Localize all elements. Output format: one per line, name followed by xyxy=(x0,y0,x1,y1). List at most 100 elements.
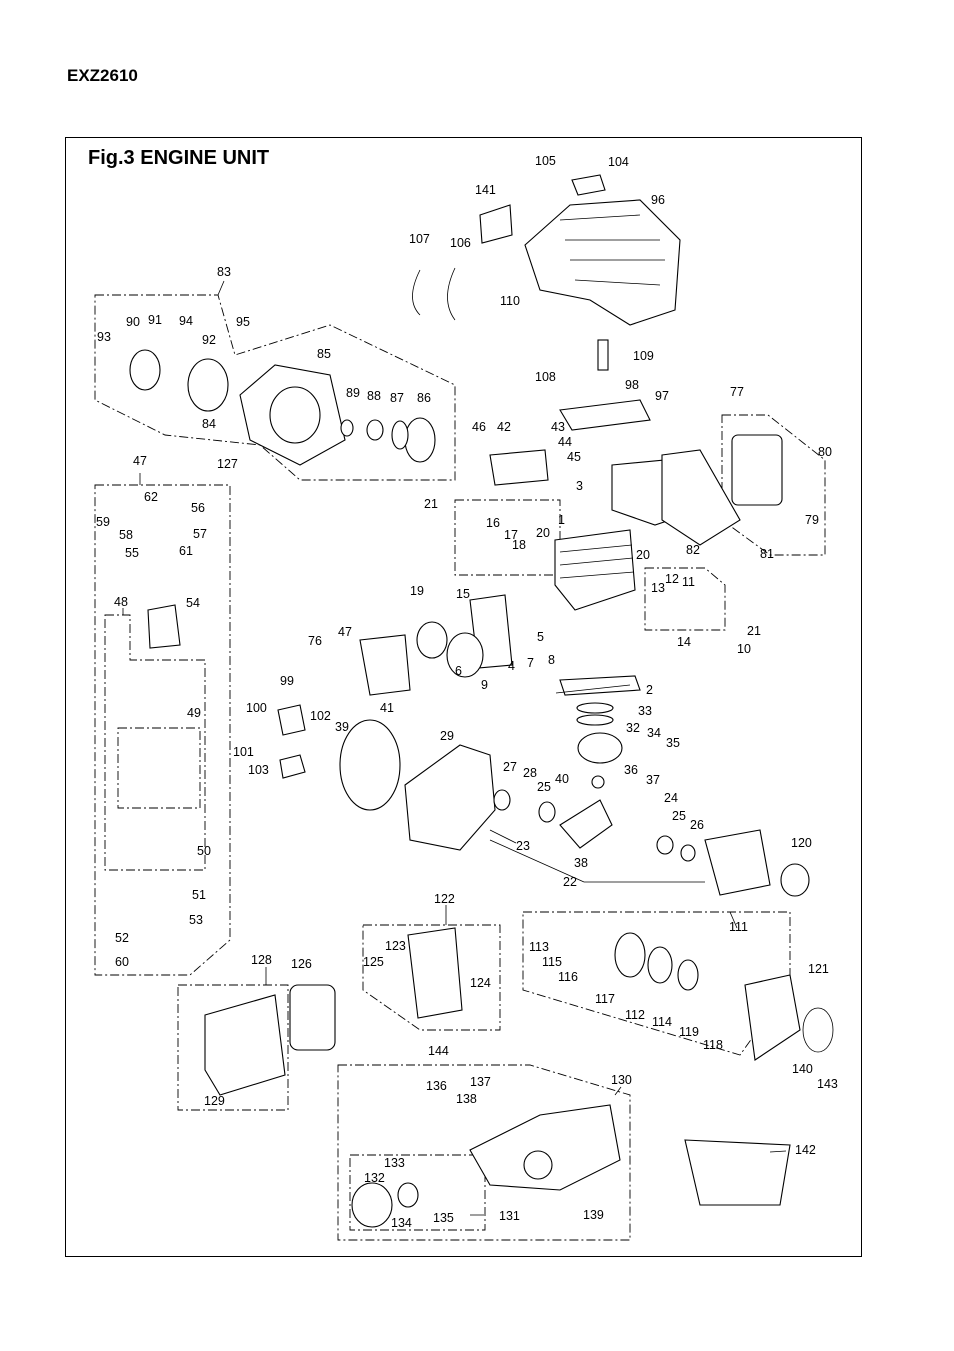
part-label-101: 101 xyxy=(233,745,254,759)
figure-frame xyxy=(65,137,862,1257)
fuel-cap-part xyxy=(351,1182,393,1228)
piston-part xyxy=(577,732,623,764)
part-label-82: 82 xyxy=(686,543,700,557)
part-label-81: 81 xyxy=(760,547,774,561)
part-label-125: 125 xyxy=(363,955,384,969)
part-label-17: 17 xyxy=(504,528,518,542)
pulley-drum-part xyxy=(404,417,436,463)
part-label-118: 118 xyxy=(703,1038,723,1052)
part-label-57: 57 xyxy=(193,527,207,541)
part-label-80: 80 xyxy=(818,445,832,459)
part-label-38: 38 xyxy=(574,856,588,870)
part-label-99: 99 xyxy=(280,674,294,688)
part-label-19: 19 xyxy=(410,584,424,598)
tank-guard-part xyxy=(684,1139,791,1206)
part-label-90: 90 xyxy=(126,315,140,329)
part-label-52: 52 xyxy=(115,931,129,945)
part-label-113: 113 xyxy=(529,940,549,954)
part-label-124: 124 xyxy=(470,976,491,990)
part-label-136: 136 xyxy=(426,1079,447,1093)
part-label-107: 107 xyxy=(409,232,430,246)
part-label-104: 104 xyxy=(608,155,629,169)
part-label-2: 2 xyxy=(646,683,653,697)
part-label-98: 98 xyxy=(625,378,639,392)
part-label-142: 142 xyxy=(795,1143,816,1157)
part-label-111: 111 xyxy=(729,920,748,934)
part-label-144: 144 xyxy=(428,1044,449,1058)
part-label-40: 40 xyxy=(555,772,569,786)
label-sticker-part xyxy=(479,204,513,244)
part-label-27: 27 xyxy=(503,760,517,774)
part-label-96: 96 xyxy=(651,193,665,207)
part-label-4: 4 xyxy=(508,659,515,673)
part-label-22: 22 xyxy=(563,875,577,889)
part-label-39: 39 xyxy=(335,720,349,734)
part-label-25b: 25 xyxy=(672,809,686,823)
part-label-114: 114 xyxy=(652,1015,672,1029)
part-label-77: 77 xyxy=(730,385,744,399)
part-label-92: 92 xyxy=(202,333,216,347)
part-label-108: 108 xyxy=(535,370,556,384)
part-label-91: 91 xyxy=(148,313,162,327)
part-label-115: 115 xyxy=(542,955,562,969)
part-label-93: 93 xyxy=(97,330,111,344)
part-label-36: 36 xyxy=(624,763,638,777)
recoil-starter-part xyxy=(744,974,801,1061)
part-label-59: 59 xyxy=(96,515,110,529)
knob-part xyxy=(571,174,606,196)
part-label-53: 53 xyxy=(189,913,203,927)
part-label-123: 123 xyxy=(385,939,406,953)
part-label-139: 139 xyxy=(583,1208,604,1222)
ignition-coil-part xyxy=(489,449,549,486)
spark-plug-part xyxy=(597,339,609,371)
part-label-47b: 47 xyxy=(338,625,352,639)
part-label-18: 18 xyxy=(512,538,526,552)
air-cleaner-base-part xyxy=(407,927,463,1019)
leader-lines xyxy=(122,280,787,1216)
part-label-9: 9 xyxy=(481,678,488,692)
fuel-tank-part xyxy=(469,1104,621,1191)
part-label-56: 56 xyxy=(191,501,205,515)
part-label-83: 83 xyxy=(217,265,231,279)
part-label-44: 44 xyxy=(558,435,572,449)
crankcase-part xyxy=(404,744,496,851)
part-label-135: 135 xyxy=(433,1211,454,1225)
part-label-48: 48 xyxy=(114,595,128,609)
part-label-7: 7 xyxy=(527,656,534,670)
part-label-103: 103 xyxy=(248,763,269,777)
part-label-49: 49 xyxy=(187,706,201,720)
part-label-16: 16 xyxy=(486,516,500,530)
part-label-86: 86 xyxy=(417,391,431,405)
part-drawings xyxy=(129,174,834,1228)
part-label-97: 97 xyxy=(655,389,669,403)
muffler-part xyxy=(731,434,783,506)
part-label-11: 11 xyxy=(682,575,695,589)
part-label-122: 122 xyxy=(434,892,455,906)
part-label-61: 61 xyxy=(179,544,193,558)
part-label-43: 43 xyxy=(551,420,565,434)
part-label-54: 54 xyxy=(186,596,200,610)
part-label-13: 13 xyxy=(651,581,665,595)
part-label-112: 112 xyxy=(625,1008,645,1022)
part-label-1: 1 xyxy=(558,513,565,527)
part-label-42: 42 xyxy=(497,420,511,434)
part-label-131: 131 xyxy=(499,1209,520,1223)
group-outlines xyxy=(94,294,826,1241)
part-label-133: 133 xyxy=(384,1156,405,1170)
fan-cover-part xyxy=(524,199,681,326)
part-label-15: 15 xyxy=(456,587,470,601)
part-label-106: 106 xyxy=(450,236,471,250)
part-label-10: 10 xyxy=(737,642,751,656)
part-label-14: 14 xyxy=(677,635,691,649)
part-label-141: 141 xyxy=(475,183,496,197)
part-label-94: 94 xyxy=(179,314,193,328)
part-label-88: 88 xyxy=(367,389,381,403)
part-label-109: 109 xyxy=(633,349,654,363)
part-label-116: 116 xyxy=(558,970,578,984)
air-filter-element-part xyxy=(289,984,336,1051)
part-label-79: 79 xyxy=(805,513,819,527)
part-label-117: 117 xyxy=(595,992,615,1006)
part-label-21a: 21 xyxy=(424,497,438,511)
part-label-28: 28 xyxy=(523,766,537,780)
part-label-3: 3 xyxy=(576,479,583,493)
